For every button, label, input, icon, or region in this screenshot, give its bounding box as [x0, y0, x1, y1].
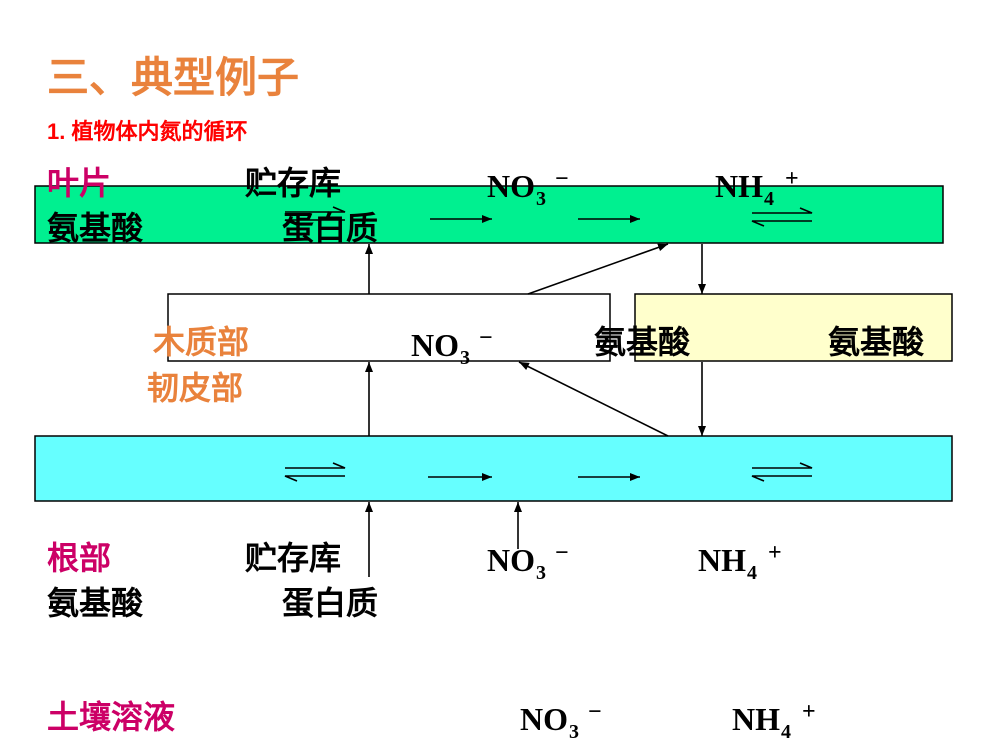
- formula-subscript: 3: [569, 721, 579, 743]
- leaf-band: [34, 185, 944, 244]
- formula-charge: +: [802, 699, 816, 725]
- root-band-reversible-arrow-1: [284, 462, 346, 482]
- xylem-amino-acid-label: 氨基酸: [594, 324, 691, 360]
- formula-base: NO: [411, 327, 459, 363]
- formula-charge: +: [785, 166, 799, 192]
- formula-base: NO: [487, 168, 535, 204]
- root-to-xylem-diagonal-arrow: [518, 361, 669, 437]
- formula-base: NO: [520, 701, 568, 737]
- soil-nitrate-formula: NO3−: [520, 700, 602, 742]
- root-label: 根部: [47, 540, 112, 576]
- formula-charge: −: [555, 166, 569, 192]
- formula-subscript: 4: [764, 188, 774, 210]
- phloem-label: 韧皮部: [147, 370, 244, 406]
- formula-base: NO: [487, 542, 535, 578]
- root-protein-label: 蛋白质: [282, 585, 379, 621]
- root-ammonium-formula: NH4 +: [698, 541, 782, 583]
- soil-ammonium-formula: NH4 +: [732, 700, 816, 742]
- soil-solution-label: 土壤溶液: [47, 699, 176, 735]
- formula-subscript: 3: [460, 347, 470, 369]
- root-amino-acid-label: 氨基酸: [47, 585, 144, 621]
- xylem-nitrate-formula: NO3−: [411, 326, 493, 368]
- formula-charge: +: [768, 540, 782, 566]
- xylem-to-leaf-diagonal-arrow: [527, 243, 669, 295]
- formula-charge: −: [555, 540, 569, 566]
- root-nitrate-formula: NO3−: [487, 541, 569, 583]
- phloem-box: [634, 293, 953, 362]
- formula-subscript: 3: [536, 562, 546, 584]
- leaf-amino-acid-label: 氨基酸: [47, 210, 144, 246]
- leaf-ammonium-formula: NH4 +: [715, 167, 799, 209]
- leaf-label: 叶片: [47, 165, 112, 201]
- leaf-nitrate-formula: NO3−: [487, 167, 569, 209]
- root-band-reversible-arrow-2: [751, 462, 813, 482]
- phloem-amino-acid-label: 氨基酸: [828, 324, 925, 360]
- formula-base: NH: [698, 542, 746, 578]
- formula-subscript: 4: [747, 562, 757, 584]
- xylem-box: [167, 293, 611, 362]
- formula-charge: −: [479, 325, 493, 351]
- root-storage-label: 贮存库: [245, 540, 342, 576]
- section-subtitle: 1. 植物体内氮的循环: [47, 119, 248, 144]
- formula-subscript: 4: [781, 721, 791, 743]
- xylem-label: 木质部: [153, 324, 250, 360]
- leaf-protein-label: 蛋白质: [282, 210, 379, 246]
- formula-charge: −: [588, 699, 602, 725]
- leaf-storage-label: 贮存库: [245, 165, 342, 201]
- root-band: [34, 435, 953, 502]
- formula-base: NH: [732, 701, 780, 737]
- formula-subscript: 3: [536, 188, 546, 210]
- page-title: 三、典型例子: [47, 54, 300, 101]
- formula-base: NH: [715, 168, 763, 204]
- leaf-band-reversible-arrow-1: [284, 206, 346, 226]
- leaf-band-reversible-arrow-2: [751, 207, 813, 227]
